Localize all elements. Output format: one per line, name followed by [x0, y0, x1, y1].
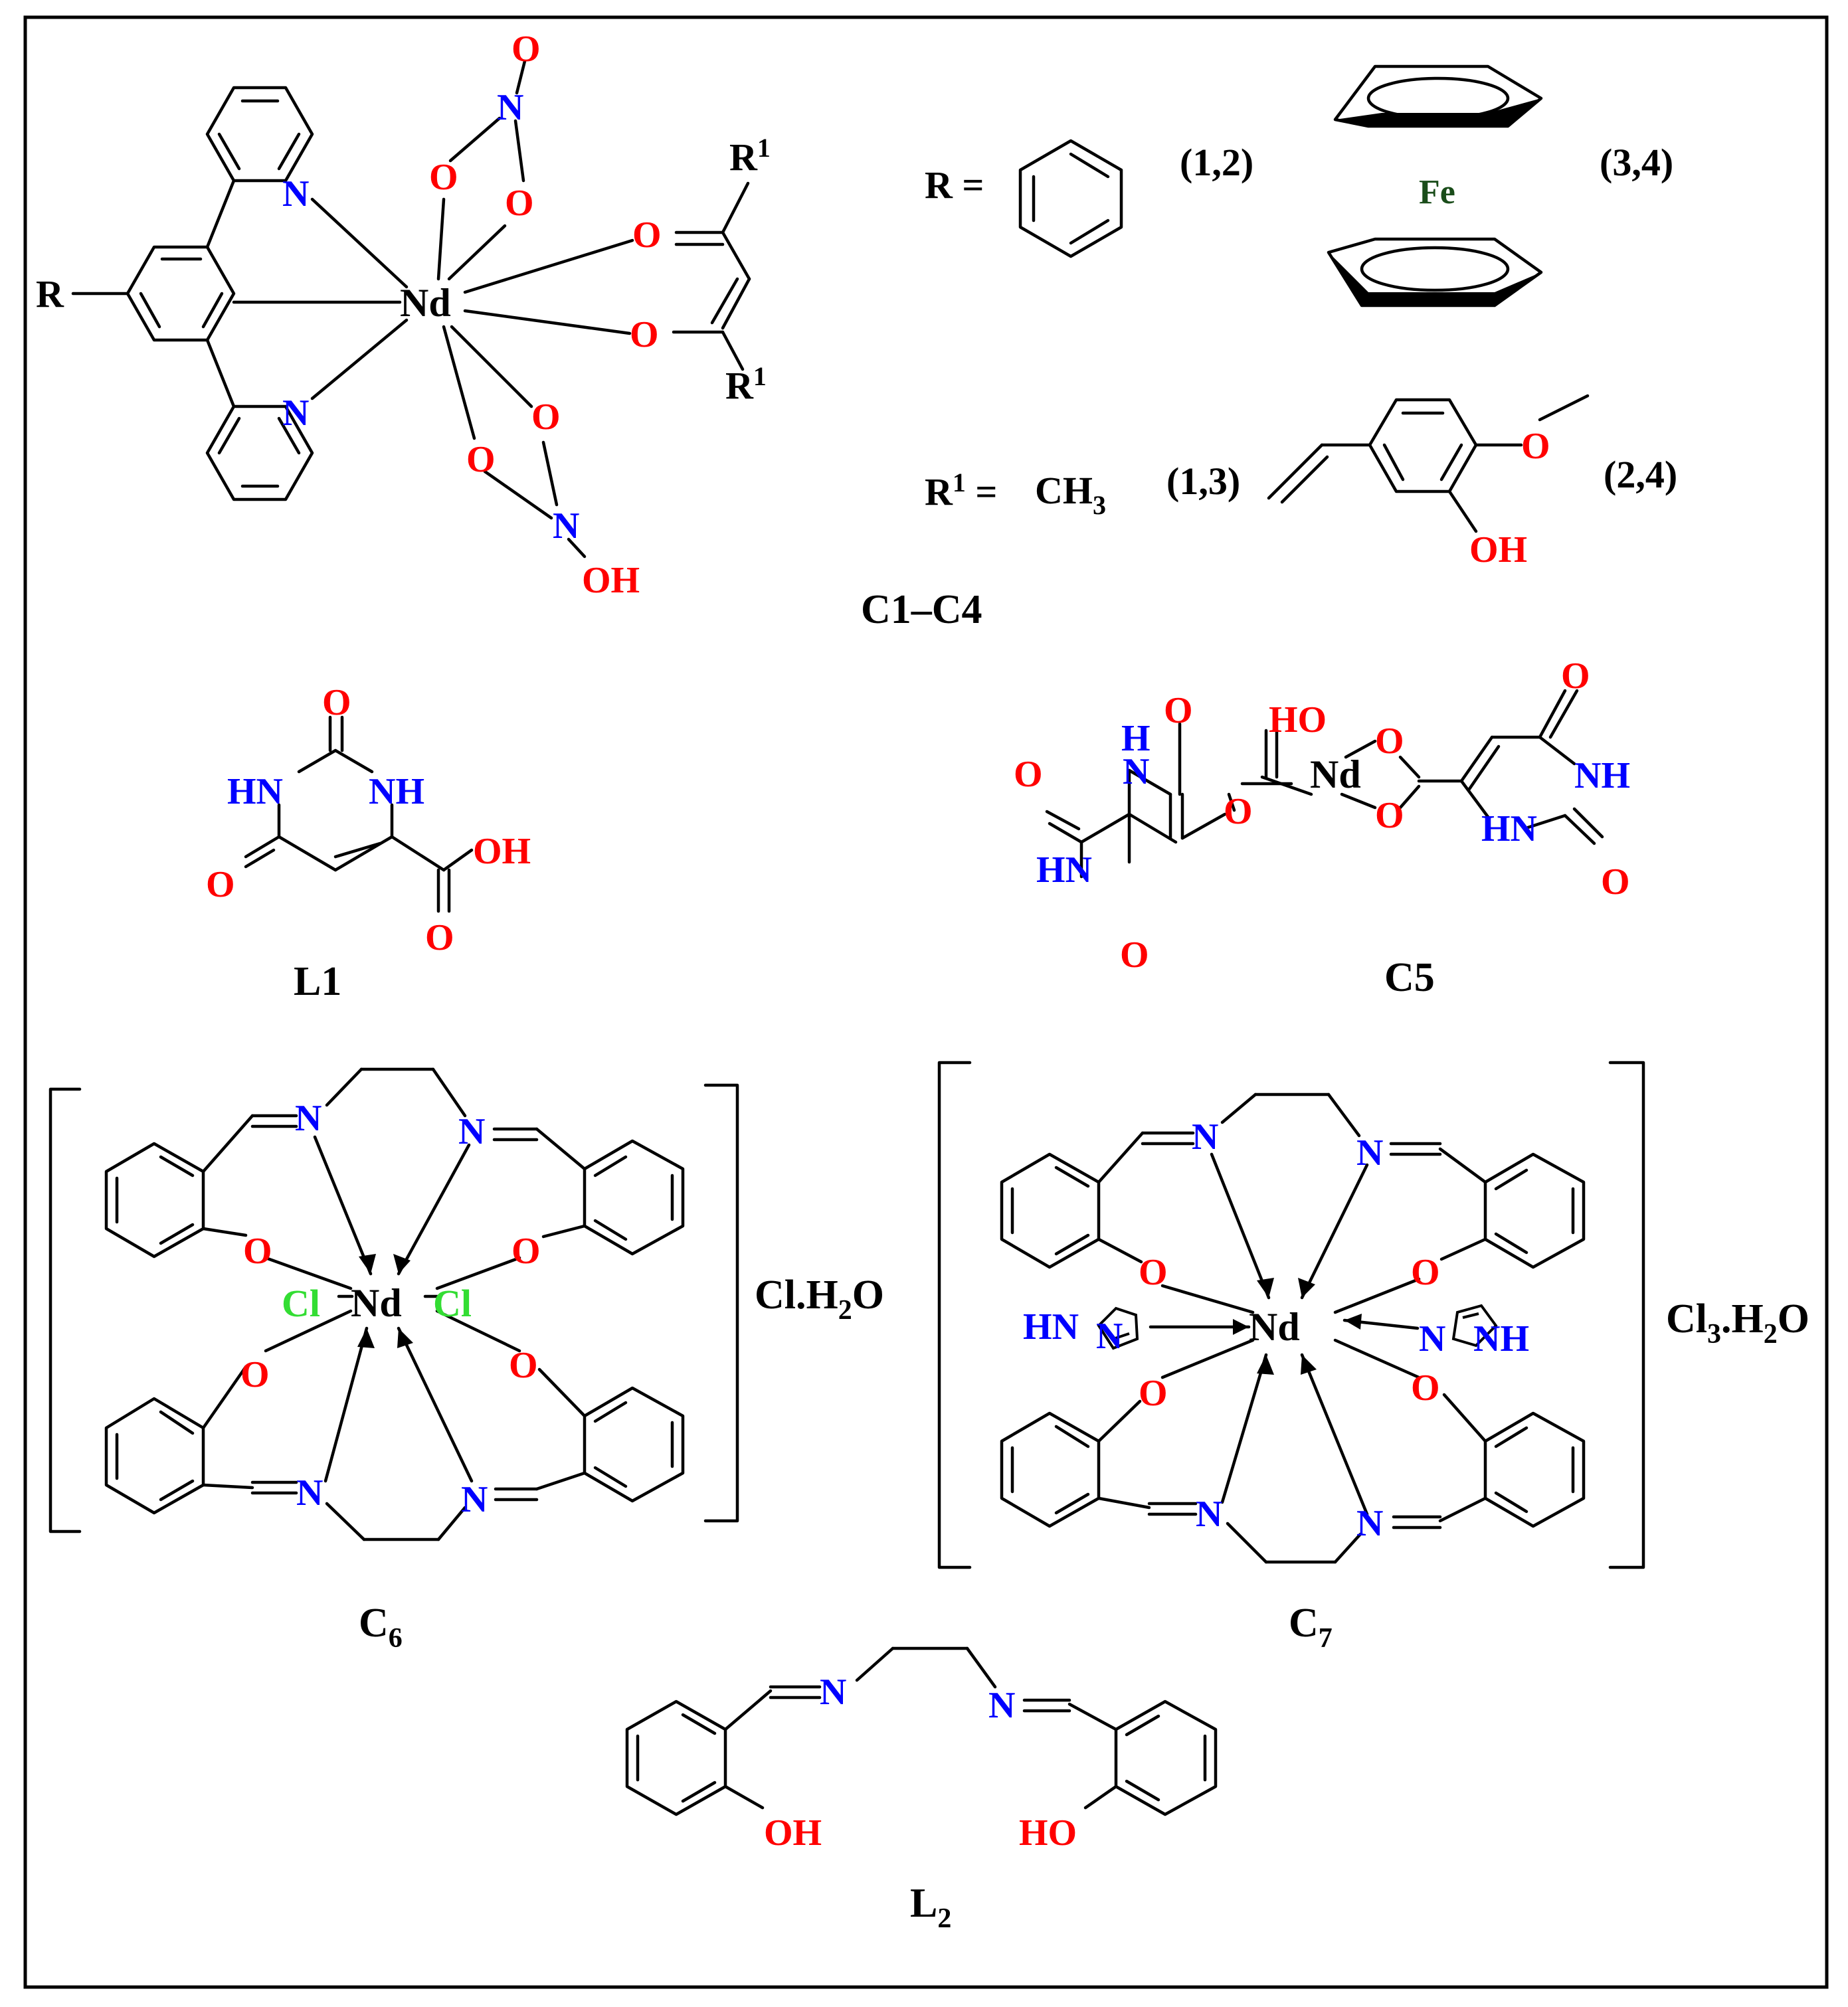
nd-center-c5: Nd: [1310, 752, 1361, 796]
c5-hn-left: HN: [1036, 849, 1092, 891]
c5-nh-right: NH: [1574, 755, 1630, 796]
c6-counterion: Cl.H2O: [755, 1272, 884, 1326]
label-c5: C5: [1384, 955, 1435, 1000]
nd-center-c6: Nd: [351, 1281, 402, 1325]
l2-n-right: N: [988, 1685, 1015, 1726]
complex-c5: O H N O HN O O HO Nd O O O NH HN O C5: [1014, 655, 1630, 1000]
phenol-oh: OH: [1469, 529, 1527, 570]
l1-o-left: O: [206, 864, 235, 905]
acac-o-carbonyl: O: [632, 215, 662, 256]
complex-c6: N N O O Cl Nd Cl O O N N Cl.H2O C6: [48, 1067, 884, 1654]
label-c6: C6: [359, 1601, 403, 1654]
l1-hn-left: HN: [227, 771, 283, 812]
c6-o-bottom-right: O: [509, 1345, 538, 1386]
r1-top-label: R1: [729, 133, 771, 179]
c7-n-bottom-right: N: [1356, 1503, 1383, 1544]
c7-o-top-left: O: [1139, 1252, 1168, 1293]
nitrate-o-left-bottom: O: [466, 439, 496, 480]
c6-o-top-left: O: [243, 1231, 272, 1272]
c7-o-bottom-right: O: [1411, 1367, 1440, 1409]
l1-oh: OH: [473, 831, 531, 872]
c7-n-top-left: N: [1192, 1116, 1218, 1158]
nitrate-n-top: N: [497, 87, 523, 128]
c5-o-top-right: O: [1561, 655, 1590, 697]
label-l2: L2: [910, 1881, 951, 1934]
ligand-l2: N N OH HO L2: [625, 1646, 1218, 1934]
set-1-2-label: (1,2): [1180, 141, 1253, 184]
c7-imidazole-hn-left: HN: [1023, 1306, 1079, 1348]
c5-o-bottom-right: O: [1601, 861, 1630, 903]
nitrate-oh-bottom: OH: [582, 560, 640, 601]
l1-o-bottom: O: [425, 917, 454, 958]
c6-n-top-right: N: [458, 1111, 485, 1152]
c7-o-bottom-left: O: [1139, 1373, 1168, 1414]
c5-n-top: N: [1123, 751, 1149, 792]
set-2-4-label: (2,4): [1604, 453, 1677, 496]
l2-ho-right: HO: [1019, 1812, 1077, 1854]
c5-h-top: H: [1121, 718, 1151, 759]
c6-o-top-right: O: [511, 1231, 541, 1272]
c7-counterion: Cl3.H2O: [1666, 1296, 1809, 1350]
c6-cl-left: Cl: [282, 1282, 320, 1325]
c5-o-left: O: [1014, 754, 1043, 795]
c5-o-chelate-bottom: O: [1375, 795, 1404, 836]
c7-o-top-right: O: [1411, 1252, 1440, 1293]
methyl-label: CH3: [1035, 469, 1106, 520]
c7-n-top-right: N: [1356, 1132, 1383, 1174]
c6-n-bottom-left: N: [296, 1472, 323, 1514]
methoxy-o: O: [1521, 426, 1550, 467]
substituent-definitions: R = (1,2) Fe (3,4) R1 = CH3 (1,3): [861, 64, 1677, 632]
c6-o-bottom-left: O: [240, 1354, 270, 1395]
set-3-4-label: (3,4): [1600, 141, 1673, 184]
complex-c7: N N O O HN N Nd N NH O O N N Cl3.H2O C7: [937, 1061, 1809, 1654]
c5-o-chelate-top: O: [1375, 721, 1404, 762]
l1-nh-right: NH: [369, 771, 424, 812]
c7-imidazole-n-left: N: [1096, 1316, 1123, 1357]
l2-oh-left: OH: [764, 1812, 822, 1854]
label-c1-c4: C1–C4: [861, 587, 982, 632]
nd-center-c7: Nd: [1249, 1305, 1300, 1349]
l2-n-left: N: [820, 1672, 846, 1713]
nitrate-n-bottom: N: [553, 505, 579, 547]
acac-o-enolate: O: [630, 314, 659, 355]
r1-equals: R1 =: [925, 468, 997, 513]
r1-bottom-label: R1: [725, 361, 767, 407]
c6-cl-right: Cl: [433, 1282, 472, 1325]
set-1-3-label: (1,3): [1166, 460, 1240, 503]
l1-o-top: O: [322, 682, 351, 723]
c7-imidazole-n-right: N: [1419, 1318, 1445, 1359]
nitrate-o-right-top: O: [505, 183, 534, 224]
figure-frame: [23, 15, 1829, 1989]
ligand-l1: O HN NH O OH O L1: [206, 682, 531, 1004]
ferrocene-icon: [1327, 64, 1543, 307]
nitrate-o-terminal-top: O: [511, 29, 541, 70]
c5-o-top-left: O: [1164, 690, 1193, 731]
c6-n-bottom-right: N: [461, 1479, 488, 1520]
c7-n-bottom-left: N: [1196, 1494, 1222, 1535]
nitrate-o-right-bottom: O: [531, 396, 561, 438]
label-c7: C7: [1289, 1601, 1333, 1654]
c7-imidazole-nh-right: NH: [1473, 1318, 1529, 1359]
ferrocene-fe-label: Fe: [1419, 173, 1455, 211]
c5-hn-right: HN: [1481, 808, 1537, 849]
c5-o-bridge: O: [1224, 791, 1253, 832]
c5-o-bottom-left: O: [1120, 934, 1149, 976]
r-group-label: R: [36, 272, 64, 315]
nd-center-c1: Nd: [400, 281, 451, 325]
complex-c1-c4: R N N Nd O N O O O O R1 R1 O O N OH: [36, 29, 771, 601]
nitrate-o-left-top: O: [429, 157, 458, 198]
label-l1: L1: [294, 959, 341, 1004]
r-equals: R =: [925, 163, 984, 207]
c6-n-top-left: N: [295, 1098, 322, 1139]
pyridine-n-bottom: N: [282, 393, 309, 434]
pyridine-n-top: N: [282, 173, 309, 215]
c5-ho: HO: [1269, 699, 1327, 741]
